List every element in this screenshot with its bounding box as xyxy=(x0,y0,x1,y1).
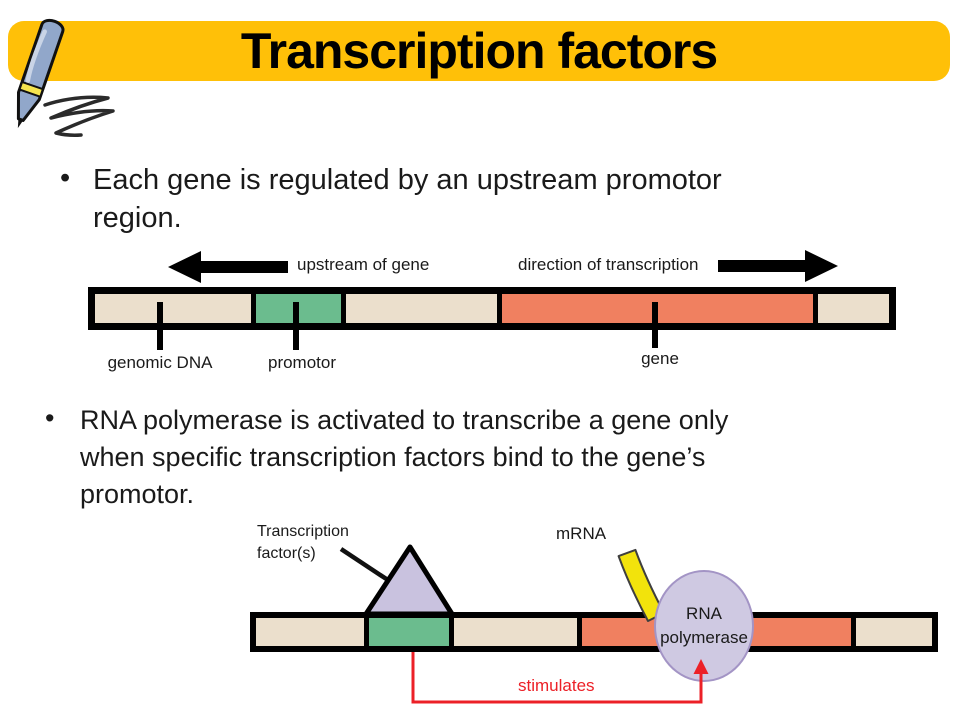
dna-segment xyxy=(454,618,577,646)
bullet-1-line-1: Each gene is regulated by an upstream pr… xyxy=(93,164,722,196)
pen-body xyxy=(16,18,65,122)
pen-tip xyxy=(17,118,24,129)
factor-pointer-line xyxy=(339,547,414,598)
genomic-dna-label: genomic DNA xyxy=(107,353,213,372)
bullet-1-line-2: region. xyxy=(93,202,182,234)
rna-polymerase-label-line-2: polymerase xyxy=(660,628,748,647)
dna-segment xyxy=(256,618,364,646)
transcription-factor-label-line-2: factor(s) xyxy=(257,545,316,562)
dna-bar-2 xyxy=(250,612,938,652)
promotor-label: promotor xyxy=(267,353,337,372)
direction-arrow-label: direction of transcription xyxy=(518,255,699,274)
transcription-factor-label-line-1: Transcription xyxy=(257,523,349,540)
transcription-factor-label: Transcription factor(s) xyxy=(257,521,349,565)
dna-segment xyxy=(818,294,889,323)
stimulates-label: stimulates xyxy=(518,676,595,695)
page-title: Transcription factors xyxy=(240,23,718,79)
pen-band xyxy=(18,80,45,98)
transcription-factor-triangle xyxy=(363,544,455,617)
promotor-segment xyxy=(369,618,449,646)
bullet-2-line-1: RNA polymerase is activated to transcrib… xyxy=(80,405,729,435)
rna-polymerase-circle: RNA polymerase xyxy=(654,570,754,682)
scribble-stroke xyxy=(43,95,115,137)
dna-segment xyxy=(856,618,932,646)
bullet-1: • Each gene is regulated by an upstream … xyxy=(60,161,722,237)
genomic-dna-tick xyxy=(157,302,163,350)
dna-segment xyxy=(95,294,251,323)
bullet-2: • RNA polymerase is activated to transcr… xyxy=(45,402,729,513)
pen-body-group xyxy=(16,18,65,129)
bullet-1-marker: • xyxy=(60,162,71,194)
bullet-2-marker: • xyxy=(45,403,55,433)
upstream-arrow-label: upstream of gene xyxy=(297,255,430,274)
upstream-arrow-icon xyxy=(168,251,288,283)
pen-icon xyxy=(16,18,115,137)
dna-segment xyxy=(346,294,497,323)
bullet-2-line-2: when specific transcription factors bind… xyxy=(80,442,706,472)
rna-polymerase-label-line-1: RNA xyxy=(686,604,722,623)
direction-arrow-icon xyxy=(718,250,838,282)
pen-highlight xyxy=(25,29,47,84)
mrna-label: mRNA xyxy=(556,524,607,543)
gene-tick xyxy=(652,302,658,348)
promotor-tick xyxy=(293,302,299,350)
dna-bar-1 xyxy=(88,287,896,330)
gene-label: gene xyxy=(641,349,679,368)
bullet-2-line-3: promotor. xyxy=(80,479,195,509)
title-banner: Transcription factors xyxy=(8,21,950,81)
